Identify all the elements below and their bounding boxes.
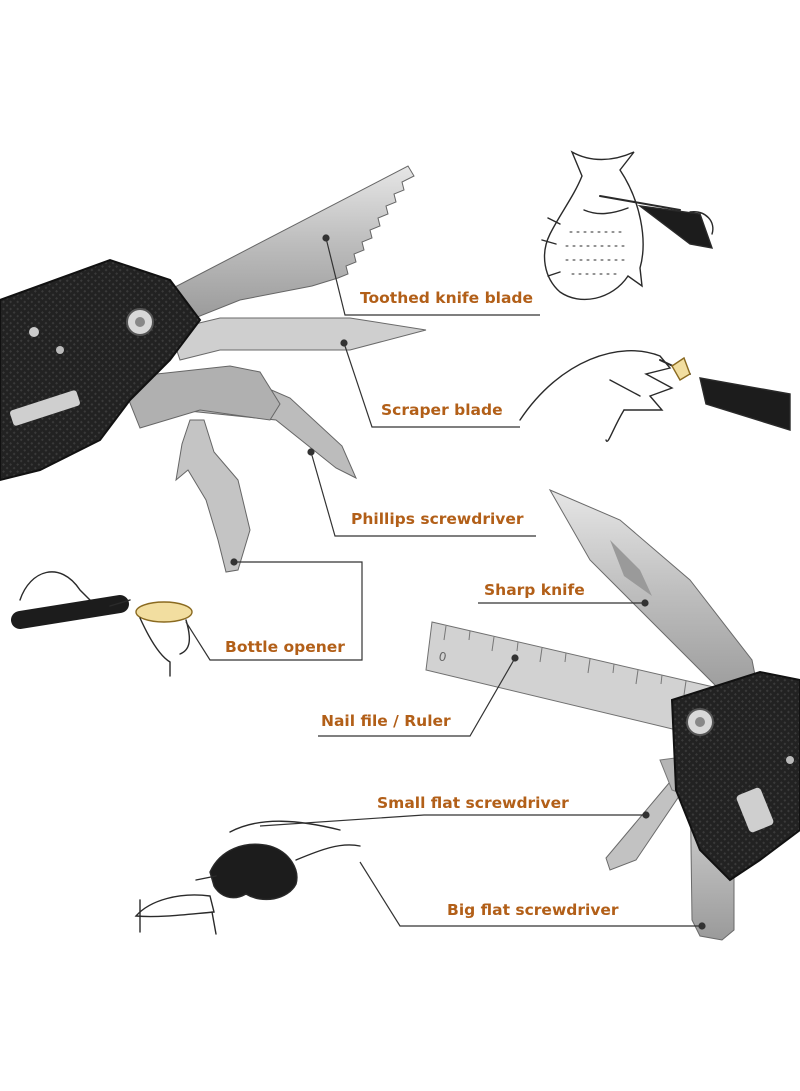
multitool-bottom-right: 0 12 bbox=[425, 488, 800, 941]
leader-scraper bbox=[340, 339, 520, 428]
label-phillips-screwdriver: Phillips screwdriver bbox=[351, 510, 524, 528]
leader-sharp-knife bbox=[478, 599, 649, 607]
leader-ruler bbox=[318, 654, 519, 737]
ruler-mark-start: 0 bbox=[437, 649, 447, 664]
bottle-opener-hand-sketch bbox=[11, 571, 193, 677]
leader-small-screwdriver bbox=[259, 811, 650, 827]
label-small-flat-screwdriver: Small flat screwdriver bbox=[377, 794, 569, 812]
label-bottle-opener: Bottle opener bbox=[225, 638, 345, 656]
handle-top-left bbox=[0, 258, 202, 482]
multitool-top-left bbox=[0, 165, 427, 573]
leader-lines bbox=[185, 234, 706, 930]
label-sharp-knife: Sharp knife bbox=[484, 581, 585, 599]
scraper-blade-shape bbox=[169, 317, 427, 361]
label-nail-file-ruler: Nail file / Ruler bbox=[321, 712, 451, 730]
label-toothed-knife-blade: Toothed knife blade bbox=[360, 289, 534, 307]
scraping-hand-sketch bbox=[519, 350, 791, 442]
label-scraper-blade: Scraper blade bbox=[381, 401, 503, 419]
leader-toothed-knife bbox=[322, 234, 540, 316]
bottle-opener-shape bbox=[175, 419, 251, 573]
leader-bottle-opener bbox=[185, 558, 363, 661]
can-opening-hand-sketch bbox=[134, 820, 361, 935]
leader-big-screwdriver bbox=[359, 861, 706, 930]
label-big-flat-screwdriver: Big flat screwdriver bbox=[447, 901, 619, 919]
toothed-knife-blade-shape bbox=[148, 165, 415, 321]
fish-scaling-sketch bbox=[541, 150, 714, 301]
leader-phillips bbox=[307, 448, 536, 537]
